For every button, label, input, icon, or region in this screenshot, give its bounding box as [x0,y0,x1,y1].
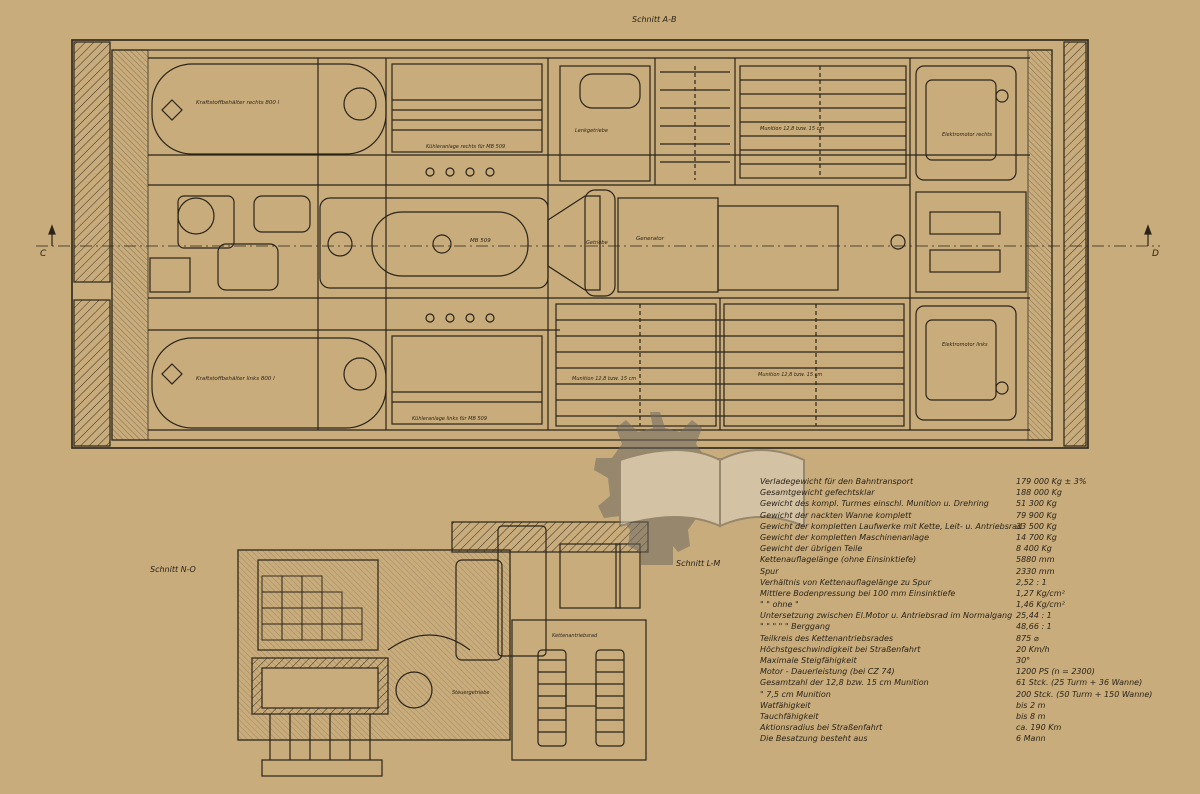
label-ammo-left-2: Munition 12,8 bzw. 15 cm [758,372,822,378]
label-fuel-tank-right: Kraftstoffbehälter rechts 800 l [196,100,280,106]
spec-row: Gewicht des kompl. Turmes einschl. Munit… [760,499,1057,509]
spec-row: Untersetzung zwischen El.Motor u. Antrie… [760,611,1052,621]
section-no: Schnitt N-O Steuergetriebe [150,549,511,777]
marker-d: D [1152,249,1159,259]
section-ab-title: Schnitt A-B [632,15,677,24]
section-lm: Schnitt L-M Kettenantriebsrad [451,521,720,761]
label-steering: Lenkgetriebe [575,128,608,134]
spec-row: Mittlere Bodenpressung bei 100 mm Einsin… [760,588,1065,598]
ammo-rack-right [739,65,907,179]
label-steering-box: Steuergetriebe [452,690,490,696]
label-ammo-left-1: Munition 12,8 bzw. 15 cm [572,376,636,382]
label-cooler-left: Kühleranlage links für MB 509 [412,416,487,422]
spec-row: Gewicht der kompletten Laufwerke mit Ket… [760,521,1057,531]
track-sprocket-right [595,649,625,747]
label-fuel-tank-left: Kraftstoffbehälter links 800 l [196,376,275,382]
section-no-title: Schnitt N-O [150,565,196,574]
section-lm-title: Schnitt L-M [676,559,720,568]
marker-c: C [40,249,47,259]
ammo-rack-left [555,303,905,427]
spec-row: Verhältnis von Kettenauflagelänge zu Spu… [760,577,1047,587]
label-ammo-right: Munition 12,8 bzw. 15 cm [760,126,824,132]
spec-row: Kettenauflagelänge (ohne Einsinktiefe)58… [760,555,1055,565]
label-track-drive: Kettenantriebsrad [552,633,598,639]
track-sprocket-left [537,649,567,747]
section-ab-plan: Schnitt A-B C D [36,15,1160,449]
label-electric-motor-right: Elektromotor rechts [942,132,992,138]
label-electric-motor-left: Elektromotor links [942,342,988,348]
spec-row: " " ohne "1,46 Kg/cm² [760,600,1065,610]
spec-row: Motor - Dauerleistung (bei CZ 74)1200 PS… [760,667,1095,677]
book-gear-watermark-icon [594,412,805,565]
ammo-rack-mid [660,66,730,180]
label-engine: MB 509 [470,238,491,244]
label-cooler-right: Kühleranlage rechts für MB 509 [426,144,505,150]
label-generator: Generator [636,236,665,242]
label-gearbox: Getriebe [586,240,608,246]
